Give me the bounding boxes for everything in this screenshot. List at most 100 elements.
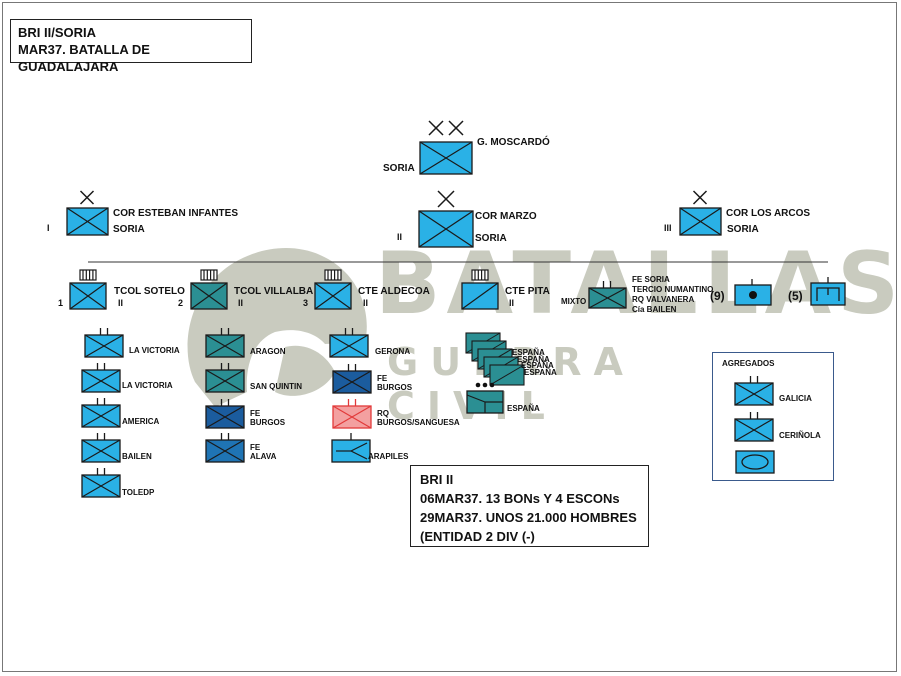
- col2-unit-3-echelon-icon: [220, 399, 230, 406]
- division-unit-icon: [419, 141, 473, 175]
- group-3-echelon-icon: [324, 269, 342, 281]
- mixto-unit-3: RQ VALVANERA: [632, 295, 695, 304]
- group-3-unit-icon: [314, 282, 352, 310]
- brigade-3-roman: III: [664, 223, 672, 233]
- col1-unit-1-icon: [84, 334, 124, 358]
- division-commander: G. MOSCARDÓ: [477, 137, 550, 148]
- group-1-unit-icon: [69, 282, 107, 310]
- summary-line-4: (ENTIDAD 2 DIV (-): [420, 529, 535, 544]
- col2-unit-2-echelon-icon: [220, 363, 230, 370]
- summary-line-2: 06MAR37. 13 BONs Y 4 ESCONs: [420, 491, 620, 506]
- brigade-3-commander: COR LOS ARCOS: [726, 208, 811, 219]
- col3-unit-4-icon: [331, 439, 371, 463]
- col2-unit-2-icon: [205, 369, 245, 393]
- col1-unit-2-label: LA VICTORIA: [122, 381, 173, 390]
- summary-line-3: 29MAR37. UNOS 21.000 HOMBRES: [420, 510, 637, 525]
- agg-unit-1-echelon-icon: [749, 376, 759, 383]
- brigade-1-unit-icon: [66, 207, 109, 236]
- col3-unit-3-icon: [332, 405, 372, 429]
- supply-unit-icon: [810, 282, 846, 306]
- col3-unit-2-icon: [332, 370, 372, 394]
- brigade-2-unit-icon: [418, 210, 474, 248]
- col3-unit-2-echelon-icon: [347, 364, 357, 371]
- col1-unit-5-label: TOLEDP: [122, 488, 155, 497]
- summary-line-1: BRI II: [420, 472, 454, 487]
- col2-unit-3-icon: [205, 405, 245, 429]
- col4-support-echelon-icon: [475, 382, 495, 388]
- title-box: BRI II/SORIA MAR37. BATALLA DE GUADALAJA…: [10, 19, 252, 74]
- mixto-unit-4: Cía BAILEN: [632, 305, 677, 314]
- brigade-2-echelon-icon: [437, 190, 455, 208]
- col1-unit-5-icon: [81, 474, 121, 498]
- col1-unit-3-echelon-icon: [96, 398, 106, 405]
- agregados-unit-galicia: GALICIA: [779, 394, 812, 403]
- col3-unit-3-echelon-icon: [347, 399, 357, 406]
- col4-unit-3-label: ESPAÑA: [521, 361, 554, 370]
- brigade-1-commander: COR ESTEBAN INFANTES: [113, 208, 239, 219]
- brigade-3-unit-icon: [679, 207, 722, 236]
- col3-unit-1-icon: [329, 334, 369, 358]
- col1-unit-1-echelon-icon: [99, 328, 109, 335]
- group-4-echelon-icon: [471, 269, 489, 281]
- col3-unit-1-echelon-icon: [344, 328, 354, 335]
- col4-unit-1-label: ESPAÑA: [512, 348, 545, 357]
- brigade-1-roman: I: [47, 223, 50, 233]
- col1-unit-3-icon: [81, 404, 121, 428]
- group-1-commander: TCOL SOTELO: [114, 286, 185, 297]
- brigade-3-place: SORIA: [727, 224, 759, 235]
- col2-unit-2-label: SAN QUINTIN: [250, 382, 302, 391]
- group-2-commander: TCOL VILLALBA: [234, 286, 314, 297]
- col2-unit-1-label: ARAGON: [250, 347, 286, 356]
- brigade-2-commander: COR MARZO: [475, 211, 537, 222]
- col2-unit-4-icon: [205, 439, 245, 463]
- col2-unit-4-echelon-icon: [220, 433, 230, 440]
- brigade-1-place: SORIA: [113, 224, 145, 235]
- artillery-unit-icon: [734, 284, 772, 306]
- division-left-label: SORIA: [383, 163, 415, 174]
- col1-unit-4-icon: [81, 439, 121, 463]
- col4-unit-5-icon: [489, 364, 525, 386]
- supply-count: (5): [788, 289, 803, 303]
- col1-unit-4-echelon-icon: [96, 433, 106, 440]
- mixto-unit-icon: [588, 287, 627, 309]
- group-2-echelon-icon: [200, 269, 218, 281]
- col4-unit-5-label: ESPAÑA: [507, 404, 540, 413]
- agregados-title: AGREGADOS: [722, 359, 775, 368]
- group-3-number: 3: [303, 298, 309, 308]
- group-4-commander: CTE PITA: [505, 286, 550, 297]
- title-line-1: BRI II/SORIA: [18, 25, 97, 40]
- col1-unit-3-label: AMERICA: [122, 417, 160, 426]
- col4-unit-2-label: ESPAÑA: [517, 355, 550, 364]
- group-1-level: II: [118, 298, 124, 308]
- agg-unit-2-echelon-icon: [749, 412, 759, 419]
- group-4-unit-icon: [461, 282, 499, 310]
- agregados-box: [712, 352, 834, 481]
- mixto-label: MIXTO: [561, 297, 587, 306]
- group-2-unit-icon: [190, 282, 228, 310]
- group-2-number: 2: [178, 298, 184, 308]
- mixto-echelon-icon: [602, 281, 612, 288]
- brigade-2-roman: II: [397, 232, 403, 242]
- brigade-2-place: SORIA: [475, 233, 507, 244]
- group-1-echelon-icon: [79, 269, 97, 281]
- group-3-commander: CTE ALDECOA: [358, 286, 430, 297]
- col1-unit-2-icon: [81, 369, 121, 393]
- agg-unit-2-icon: [734, 418, 774, 442]
- col4-support-unit-icon: [466, 390, 504, 414]
- mixto-unit-2: TERCIO NUMANTINO: [632, 285, 714, 294]
- group-4-level: II: [509, 298, 515, 308]
- title-line-2: MAR37. BATALLA DE GUADALAJARA: [18, 42, 150, 74]
- division-echelon-icon: [428, 120, 464, 136]
- col3-unit-4-label: ARAPILES: [368, 452, 409, 461]
- col2-unit-1-icon: [205, 334, 245, 358]
- artillery-count: (9): [710, 289, 725, 303]
- col3-unit-1-label: GERONA: [375, 347, 411, 356]
- agregados-unit-cerinola: CERIÑOLA: [779, 431, 821, 440]
